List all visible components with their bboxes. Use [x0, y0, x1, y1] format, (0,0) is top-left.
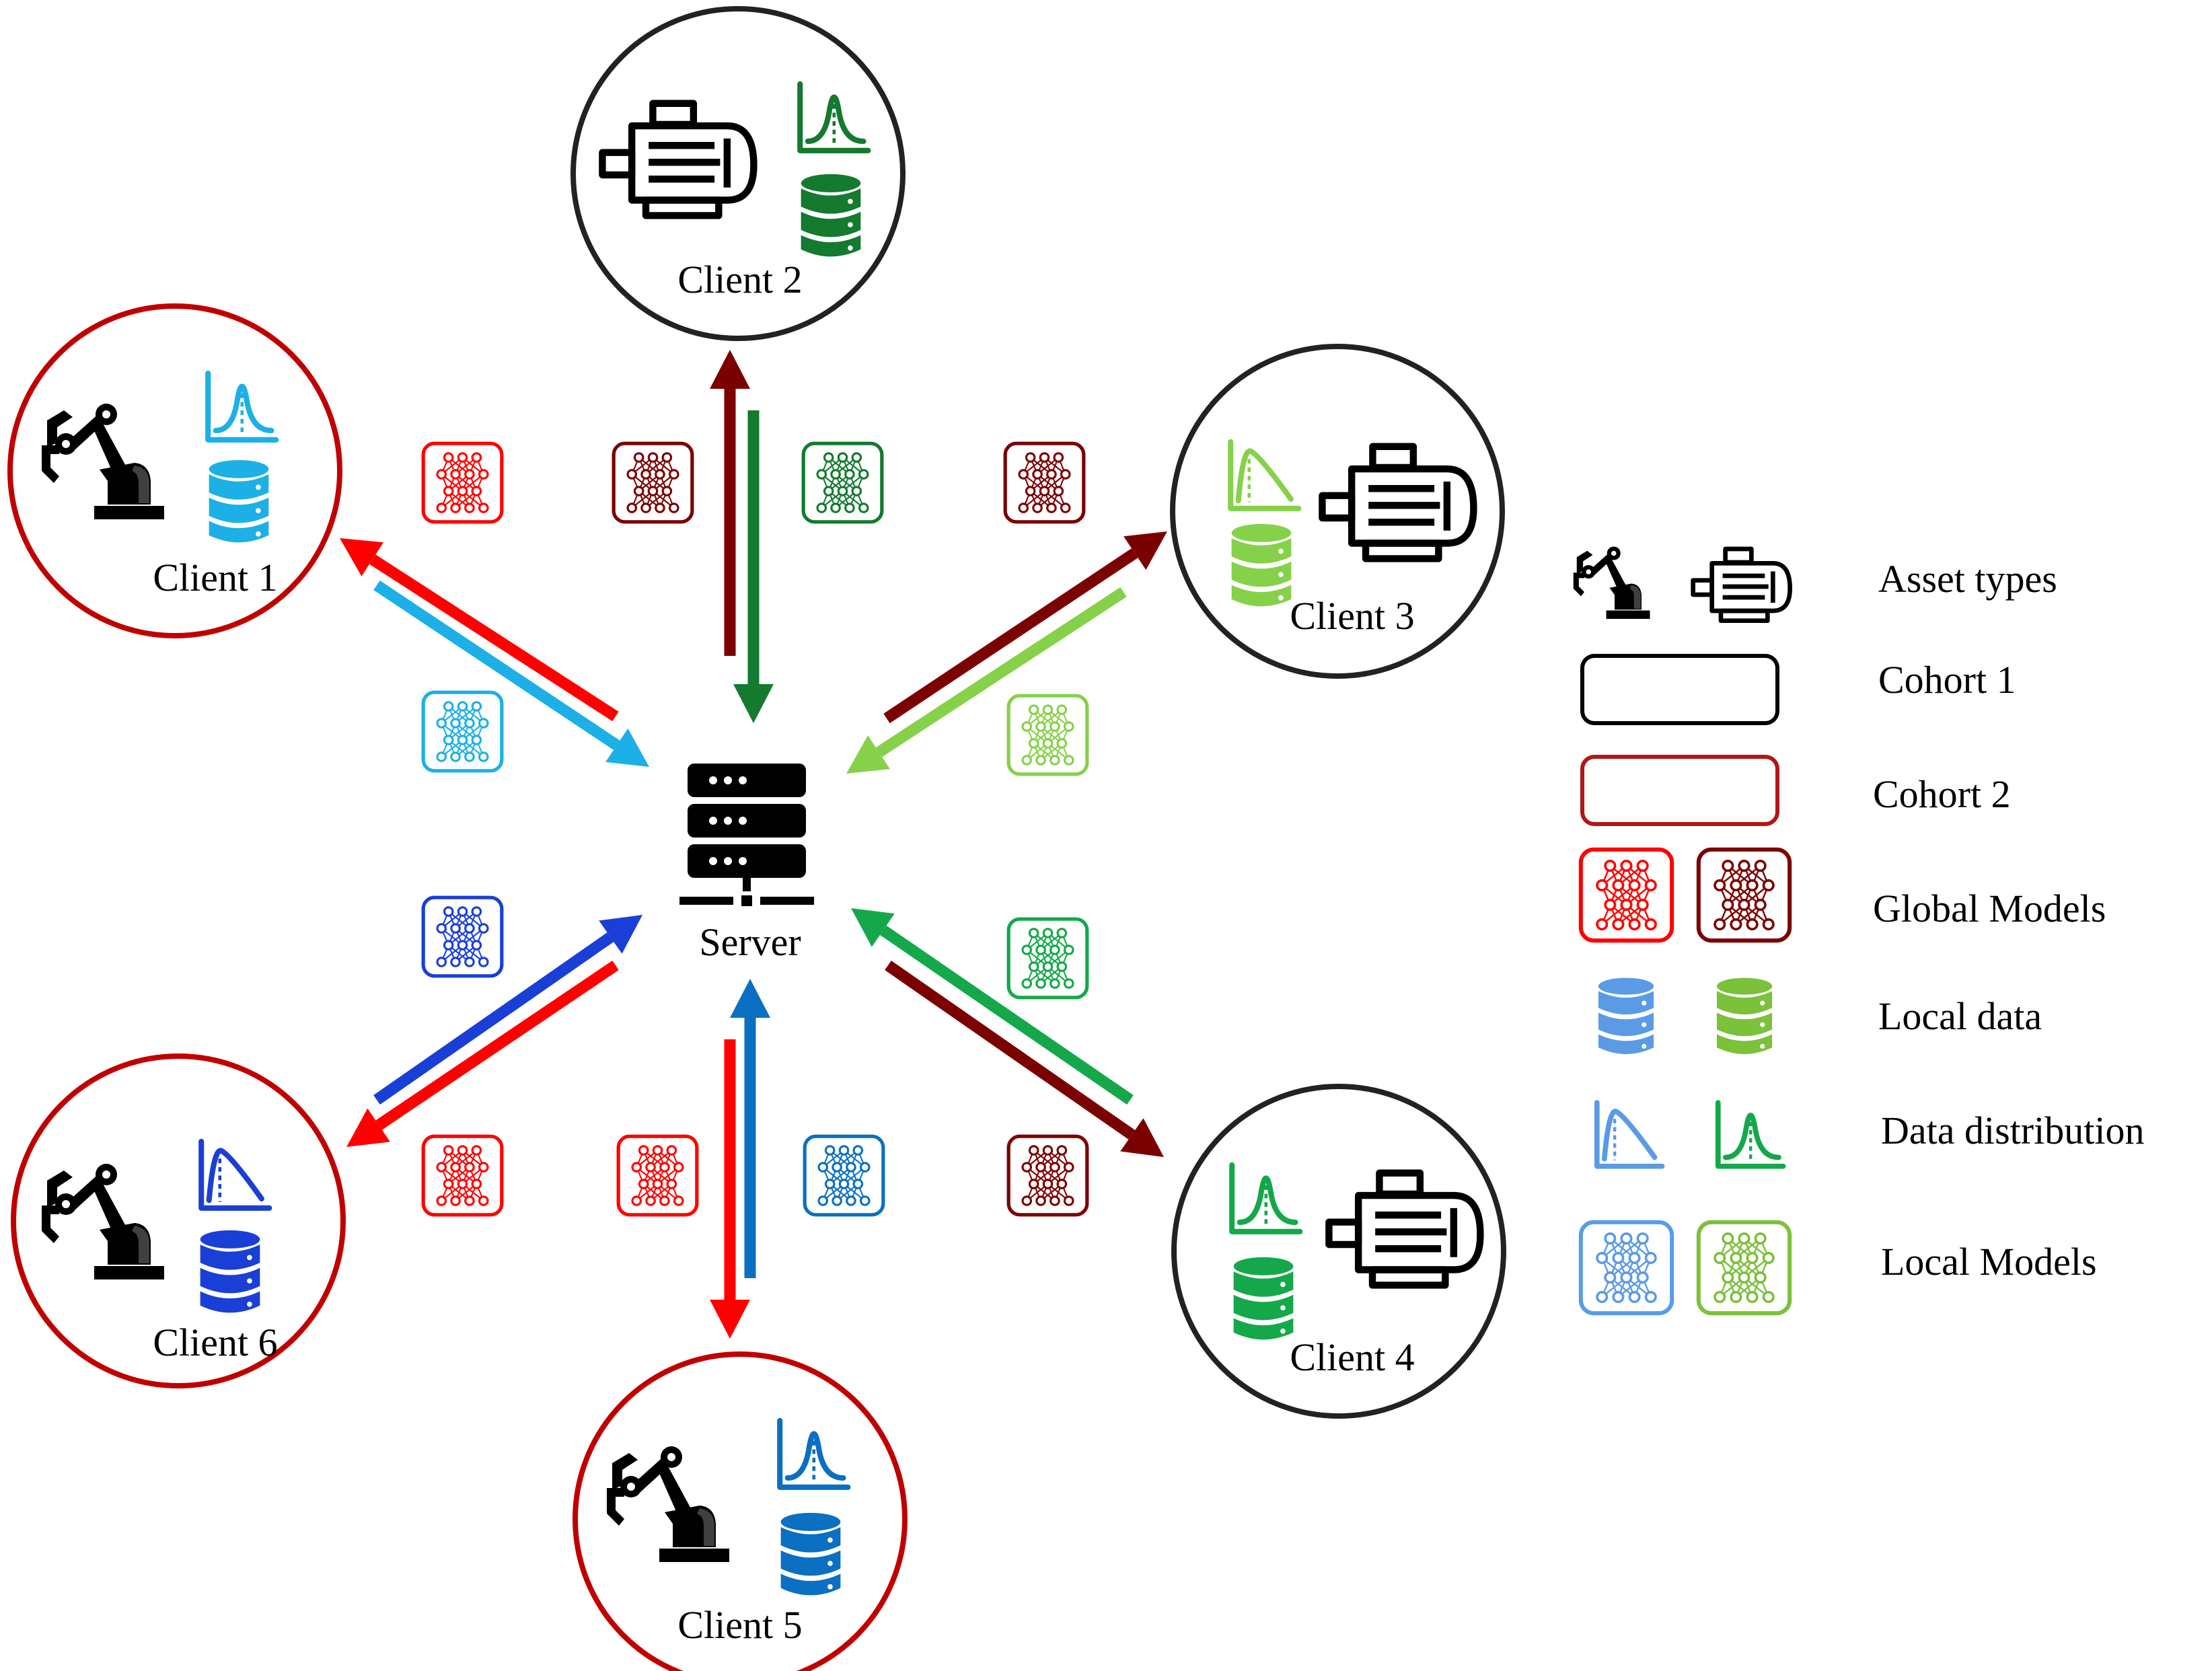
distribution-curve-icon: [1718, 1103, 1783, 1166]
client-6-node: Client 6: [11, 1053, 346, 1388]
legend-cohort-1: Cohort 1: [1580, 654, 2016, 725]
arrow-server-to-client-4-head: [1120, 1118, 1164, 1157]
client-5-label: Client 5: [677, 1603, 802, 1647]
client-2-node: Client 2: [570, 6, 906, 341]
neural-network-icon: [1008, 919, 1087, 998]
clients: Client 1 Client 2 Client 3 Client 4 Client 5…: [7, 6, 1506, 1671]
neural-network-icon: [423, 1136, 502, 1215]
arrow-server-to-client-4: [885, 961, 1136, 1140]
client-4-label: Client 4: [1290, 1335, 1414, 1379]
legend-cohort-2: Cohort 2: [1580, 755, 2011, 826]
neural-network-icon: [1008, 696, 1087, 774]
client-1-cohort-ring: [7, 303, 342, 638]
arrow-server-to-client-3-head: [1123, 531, 1167, 570]
arrow-server-to-client-5-head: [710, 1300, 750, 1339]
arrow-client-3-to-server: [875, 587, 1127, 757]
neural-network-icon: [1699, 1222, 1790, 1313]
legend-local-data-label: Local data: [1878, 994, 2042, 1038]
legend-global-models-label: Global Models: [1873, 887, 2106, 930]
arrow-server-to-client-6: [375, 960, 619, 1130]
neural-network-icon: [614, 443, 692, 522]
legend-local-models-label: Local Models: [1881, 1240, 2097, 1284]
arrow-client-3-to-server-head: [846, 735, 890, 774]
client-1-label: Client 1: [153, 556, 277, 599]
arrow-server-to-client-6-head: [346, 1108, 390, 1147]
neural-network-icon: [805, 1136, 883, 1215]
legend-global-models: Global Models: [1581, 850, 2106, 940]
arrow-client-6-to-server-head: [599, 915, 642, 954]
arrow-server-to-client-2-head: [710, 350, 750, 389]
neural-network-icon: [423, 692, 502, 771]
client-3-label: Client 3: [1290, 594, 1414, 638]
client-1-node: Client 1: [7, 303, 342, 638]
client-2-cohort-ring: [570, 6, 906, 341]
legend-data-distribution: Data distribution: [1597, 1103, 2144, 1166]
neural-network-icon: [618, 1136, 697, 1215]
legend-cohort-2-label: Cohort 2: [1873, 772, 2011, 816]
arrow-client-4-to-server: [879, 925, 1134, 1105]
communication-arrows: [340, 350, 1167, 1339]
neural-network-icon: [1008, 1136, 1087, 1215]
robot-arm-icon: [1573, 546, 1650, 619]
arrow-client-1-to-server-head: [605, 728, 649, 767]
legend-cohort-1-label: Cohort 1: [1878, 658, 2016, 702]
legend-asset-types: Asset types: [1573, 546, 2057, 621]
arrow-client-5-to-server-head: [730, 979, 770, 1018]
legend-local-data: Local data: [1598, 977, 2042, 1054]
database-icon: [1716, 977, 1773, 1054]
legend-asset-types-label: Asset types: [1878, 557, 2057, 601]
distribution-curve-icon: [1597, 1103, 1662, 1166]
client-5-node: Client 5: [573, 1351, 908, 1671]
cohort-1-swatch: [1580, 654, 1779, 725]
legend: Asset types Cohort 1 Cohort 2 Global Mod…: [1573, 546, 2144, 1314]
arrow-client-1-to-server: [373, 580, 620, 750]
arrow-client-2-to-server-head: [733, 684, 774, 723]
client-6-label: Client 6: [153, 1321, 277, 1364]
database-icon: [1598, 977, 1654, 1054]
server-icon: [679, 764, 814, 906]
neural-network-icon: [1581, 1222, 1672, 1313]
client-6-cohort-ring: [11, 1053, 346, 1388]
client-4-node: Client 4: [1171, 1084, 1506, 1419]
client-2-label: Client 2: [677, 258, 802, 301]
electric-motor-icon: [1693, 549, 1790, 621]
neural-network-icon: [1005, 443, 1084, 522]
arrow-client-4-to-server-head: [851, 908, 895, 947]
arrow-server-to-client-1: [369, 554, 619, 722]
server-label: Server: [699, 920, 801, 964]
neural-network-icon: [803, 443, 882, 522]
neural-network-icon: [1699, 850, 1790, 940]
neural-network-icon: [1581, 850, 1672, 940]
legend-local-models: Local Models: [1581, 1222, 2097, 1313]
server-node: Server: [679, 764, 814, 964]
client-3-node: Client 3: [1170, 344, 1505, 679]
cohort-2-swatch: [1580, 755, 1779, 826]
neural-network-icon: [423, 443, 502, 522]
legend-data-distribution-label: Data distribution: [1881, 1109, 2144, 1152]
arrow-client-6-to-server: [373, 932, 614, 1105]
arrow-server-to-client-1-head: [340, 538, 383, 577]
neural-network-icon: [423, 897, 502, 976]
arrow-server-to-client-3: [883, 548, 1138, 724]
